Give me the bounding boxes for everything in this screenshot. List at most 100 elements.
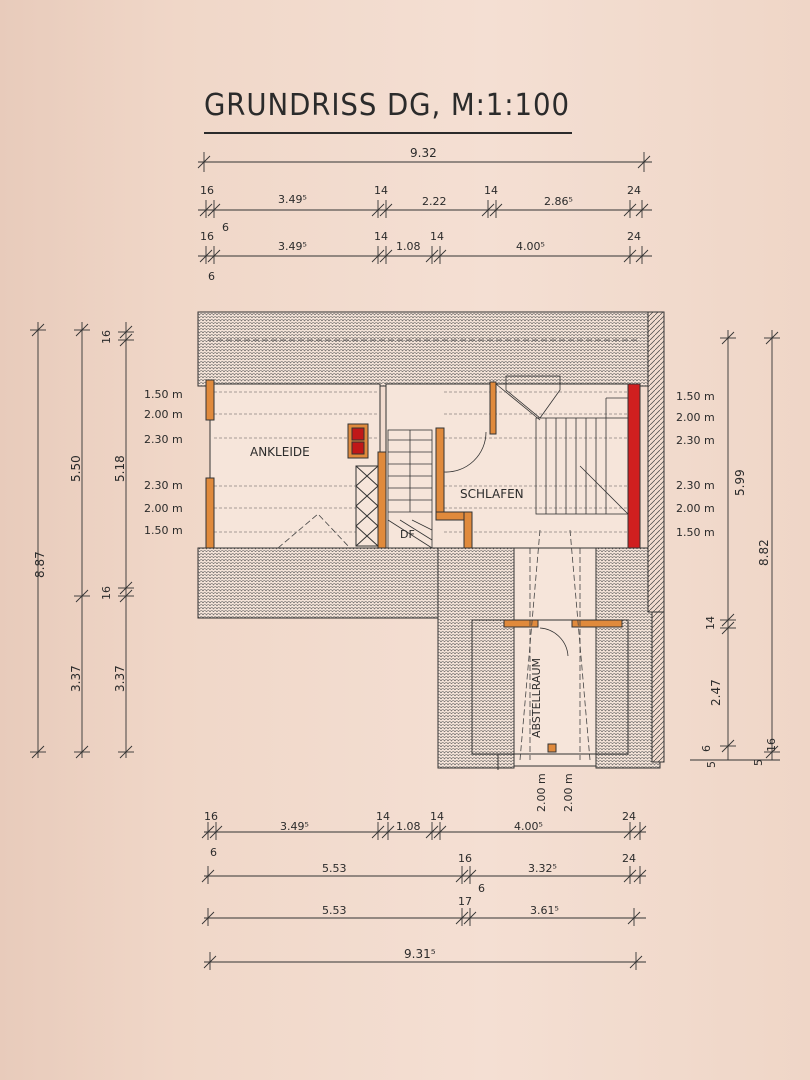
dim-text: 3.37 — [113, 665, 127, 692]
height-labels-left: 1.50 m 2.00 m 2.30 m 2.30 m 2.00 m 1.50 … — [144, 388, 183, 537]
staircase — [387, 429, 433, 549]
height-label: 2.30 m — [676, 479, 715, 492]
dim-text: 5.50 — [69, 455, 83, 482]
dim-text: 5 — [752, 759, 765, 766]
bottom-dimension-overall: 9.31⁵ — [203, 947, 646, 970]
dim-text: 3.32⁵ — [528, 862, 557, 875]
dim-text: 4.00⁵ — [514, 820, 543, 833]
top-dimension-row-3: 16 6 3.49⁵ 14 1.08 14 4.00⁵ 24 6 — [198, 221, 652, 283]
dim-text: 5 — [705, 761, 718, 768]
dim-text: 6 — [208, 270, 215, 283]
dim-text: 16 — [200, 230, 214, 243]
dim-text: 24 — [627, 184, 641, 197]
dim-text: 1.08 — [396, 240, 421, 253]
flue-opening — [351, 441, 365, 455]
height-label: 2.00 m — [535, 773, 548, 812]
dim-text: 6 — [700, 745, 713, 752]
dim-text: 14 — [374, 184, 388, 197]
room-abstellraum — [513, 547, 597, 767]
height-label: 2.30 m — [676, 434, 715, 447]
dim-text: 3.49⁵ — [280, 820, 309, 833]
staircase-right — [535, 397, 629, 515]
storage-box — [355, 465, 379, 547]
height-label: 2.00 m — [676, 502, 715, 515]
height-label: 1.50 m — [144, 388, 183, 401]
height-labels-right: 1.50 m 2.00 m 2.30 m 2.30 m 2.00 m 1.50 … — [676, 390, 715, 539]
beam — [205, 379, 215, 421]
right-dimensions: 5.99 14 2.47 8.82 6 16 5 5 — [690, 330, 780, 768]
dim-text: 2.47 — [709, 679, 723, 706]
beam — [435, 427, 445, 519]
dim-text: 24 — [622, 810, 636, 823]
dim-text: 3.61⁵ — [530, 904, 559, 917]
bottom-dimension-row-3: 5.53 17 3.61⁵ — [201, 895, 646, 926]
height-label: 1.50 m — [676, 390, 715, 403]
beam — [547, 743, 557, 753]
roof-tiles-top — [197, 311, 649, 387]
flue-opening — [351, 427, 365, 441]
dim-text: 16 — [100, 330, 113, 344]
height-label: 2.00 m — [676, 411, 715, 424]
beam — [489, 381, 497, 435]
dim-text: 6 — [210, 846, 217, 859]
dim-text: 3.49⁵ — [278, 240, 307, 253]
top-dimension-row-2: 16 3.49⁵ 14 2.22 14 2.86⁵ 24 — [198, 184, 652, 218]
building-plan — [197, 311, 665, 770]
dim-text: 3.49⁵ — [278, 193, 307, 206]
dim-text: 5.99 — [733, 469, 747, 496]
height-label: 2.30 m — [144, 479, 183, 492]
door-swings — [443, 375, 569, 657]
beam — [377, 451, 387, 549]
chimney — [627, 383, 641, 549]
room-label-ankleide: ANKLEIDE — [250, 445, 310, 459]
height-label: 2.00 m — [144, 502, 183, 515]
dim-text: 14 — [374, 230, 388, 243]
dim-text: 9.32 — [410, 146, 437, 160]
dim-text: 5.18 — [113, 455, 127, 482]
dim-text: 6 — [478, 882, 485, 895]
gable-wall-right — [647, 311, 665, 613]
height-label: 1.50 m — [144, 524, 183, 537]
dim-text: 14 — [430, 810, 444, 823]
dim-text: 14 — [484, 184, 498, 197]
dim-text: 14 — [430, 230, 444, 243]
dim-text: 14 — [376, 810, 390, 823]
dim-text: 16 — [765, 738, 778, 752]
beam — [463, 511, 473, 549]
dim-text: 6 — [222, 221, 229, 234]
dim-text: 2.22 — [422, 195, 447, 208]
dim-text: 16 — [458, 852, 472, 865]
left-dimensions: 8.87 5.50 3.37 16 5.18 16 3.37 — [30, 322, 134, 759]
dim-text: 8.87 — [33, 551, 47, 578]
drawing-title: GRUNDRISS DG, M:1:100 — [204, 88, 572, 134]
dim-text: 4.00⁵ — [516, 240, 545, 253]
dim-text: 24 — [627, 230, 641, 243]
room-label-df: DF — [400, 528, 415, 541]
room-schlafen — [385, 383, 631, 549]
height-label: 2.00 m — [562, 773, 575, 812]
dim-text: 1.08 — [396, 820, 421, 833]
dim-text: 17 — [458, 895, 472, 908]
dim-text: 9.31⁵ — [404, 947, 436, 961]
room-label-abstellraum: ABSTELLRAUM — [530, 658, 543, 738]
roof-tiles-ext-left — [437, 547, 515, 769]
beam — [503, 619, 539, 628]
dim-text: 5.53 — [322, 862, 347, 875]
room-label-schlafen: SCHLAFEN — [460, 487, 524, 501]
dim-text: 5.53 — [322, 904, 347, 917]
dim-text: 16 — [200, 184, 214, 197]
dim-text: 3.37 — [69, 665, 83, 692]
bottom-dimension-row-2: 5.53 16 3.32⁵ 24 6 — [201, 852, 647, 895]
dim-text: 8.82 — [757, 539, 771, 566]
dim-text: 16 — [100, 586, 113, 600]
bottom-dimension-row-1: 16 3.49⁵ 14 1.08 14 4.00⁵ 24 6 — [201, 810, 647, 859]
gable-wall-lower-right — [651, 611, 665, 763]
beam — [205, 477, 215, 549]
height-label: 2.00 m — [144, 408, 183, 421]
top-dimension-overall: 9.32 — [197, 146, 652, 172]
dim-text: 14 — [704, 616, 717, 630]
dim-text: 2.86⁵ — [544, 195, 573, 208]
room-ankleide — [209, 383, 381, 549]
height-label: 1.50 m — [676, 526, 715, 539]
